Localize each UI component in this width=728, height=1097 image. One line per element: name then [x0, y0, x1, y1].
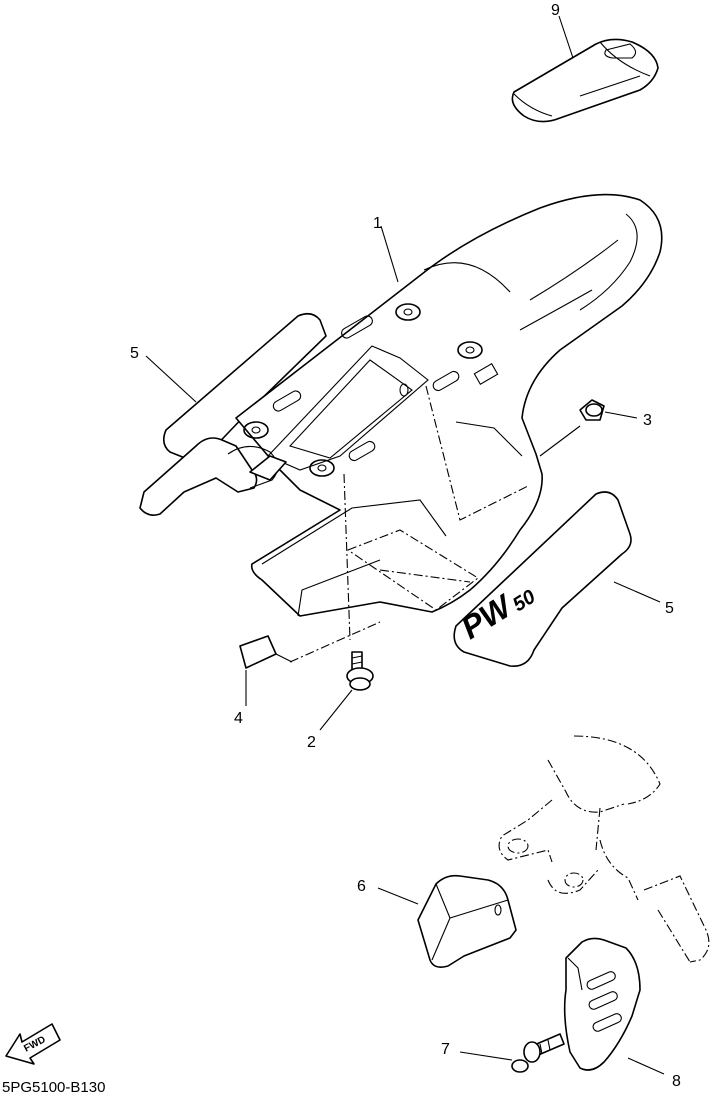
callout-5-right: 5 [665, 600, 674, 617]
part-9-grip [511, 38, 659, 123]
callout-7: 6 [357, 878, 366, 895]
diagram-code: 5PG5100-B130 [2, 1079, 105, 1096]
fwd-arrow-icon: FWD [5, 1023, 61, 1065]
part-4-pad [239, 621, 381, 669]
callout-6: 8 [672, 1073, 681, 1090]
callouts: 9 1 5 3 5 4 2 6 7 8 [130, 2, 681, 1090]
part-1-rear-fender [139, 193, 663, 641]
part-7-guard [417, 874, 517, 968]
part-6-cover [563, 937, 641, 1071]
callout-9: 9 [551, 2, 560, 19]
callout-8: 7 [441, 1041, 450, 1058]
callout-1: 1 [373, 215, 382, 232]
frame-mount-sketch [498, 735, 710, 963]
leader-lines [145, 15, 665, 1075]
part-3-screw [579, 399, 605, 421]
part-2-screw [346, 651, 374, 691]
callout-5-left: 5 [130, 345, 139, 362]
callout-2: 2 [307, 734, 316, 751]
callout-3: 3 [643, 412, 652, 429]
part-8-bolt [511, 1033, 565, 1073]
callout-4: 4 [234, 710, 243, 727]
part-5-pw50-decal: PW 50 [453, 491, 632, 667]
